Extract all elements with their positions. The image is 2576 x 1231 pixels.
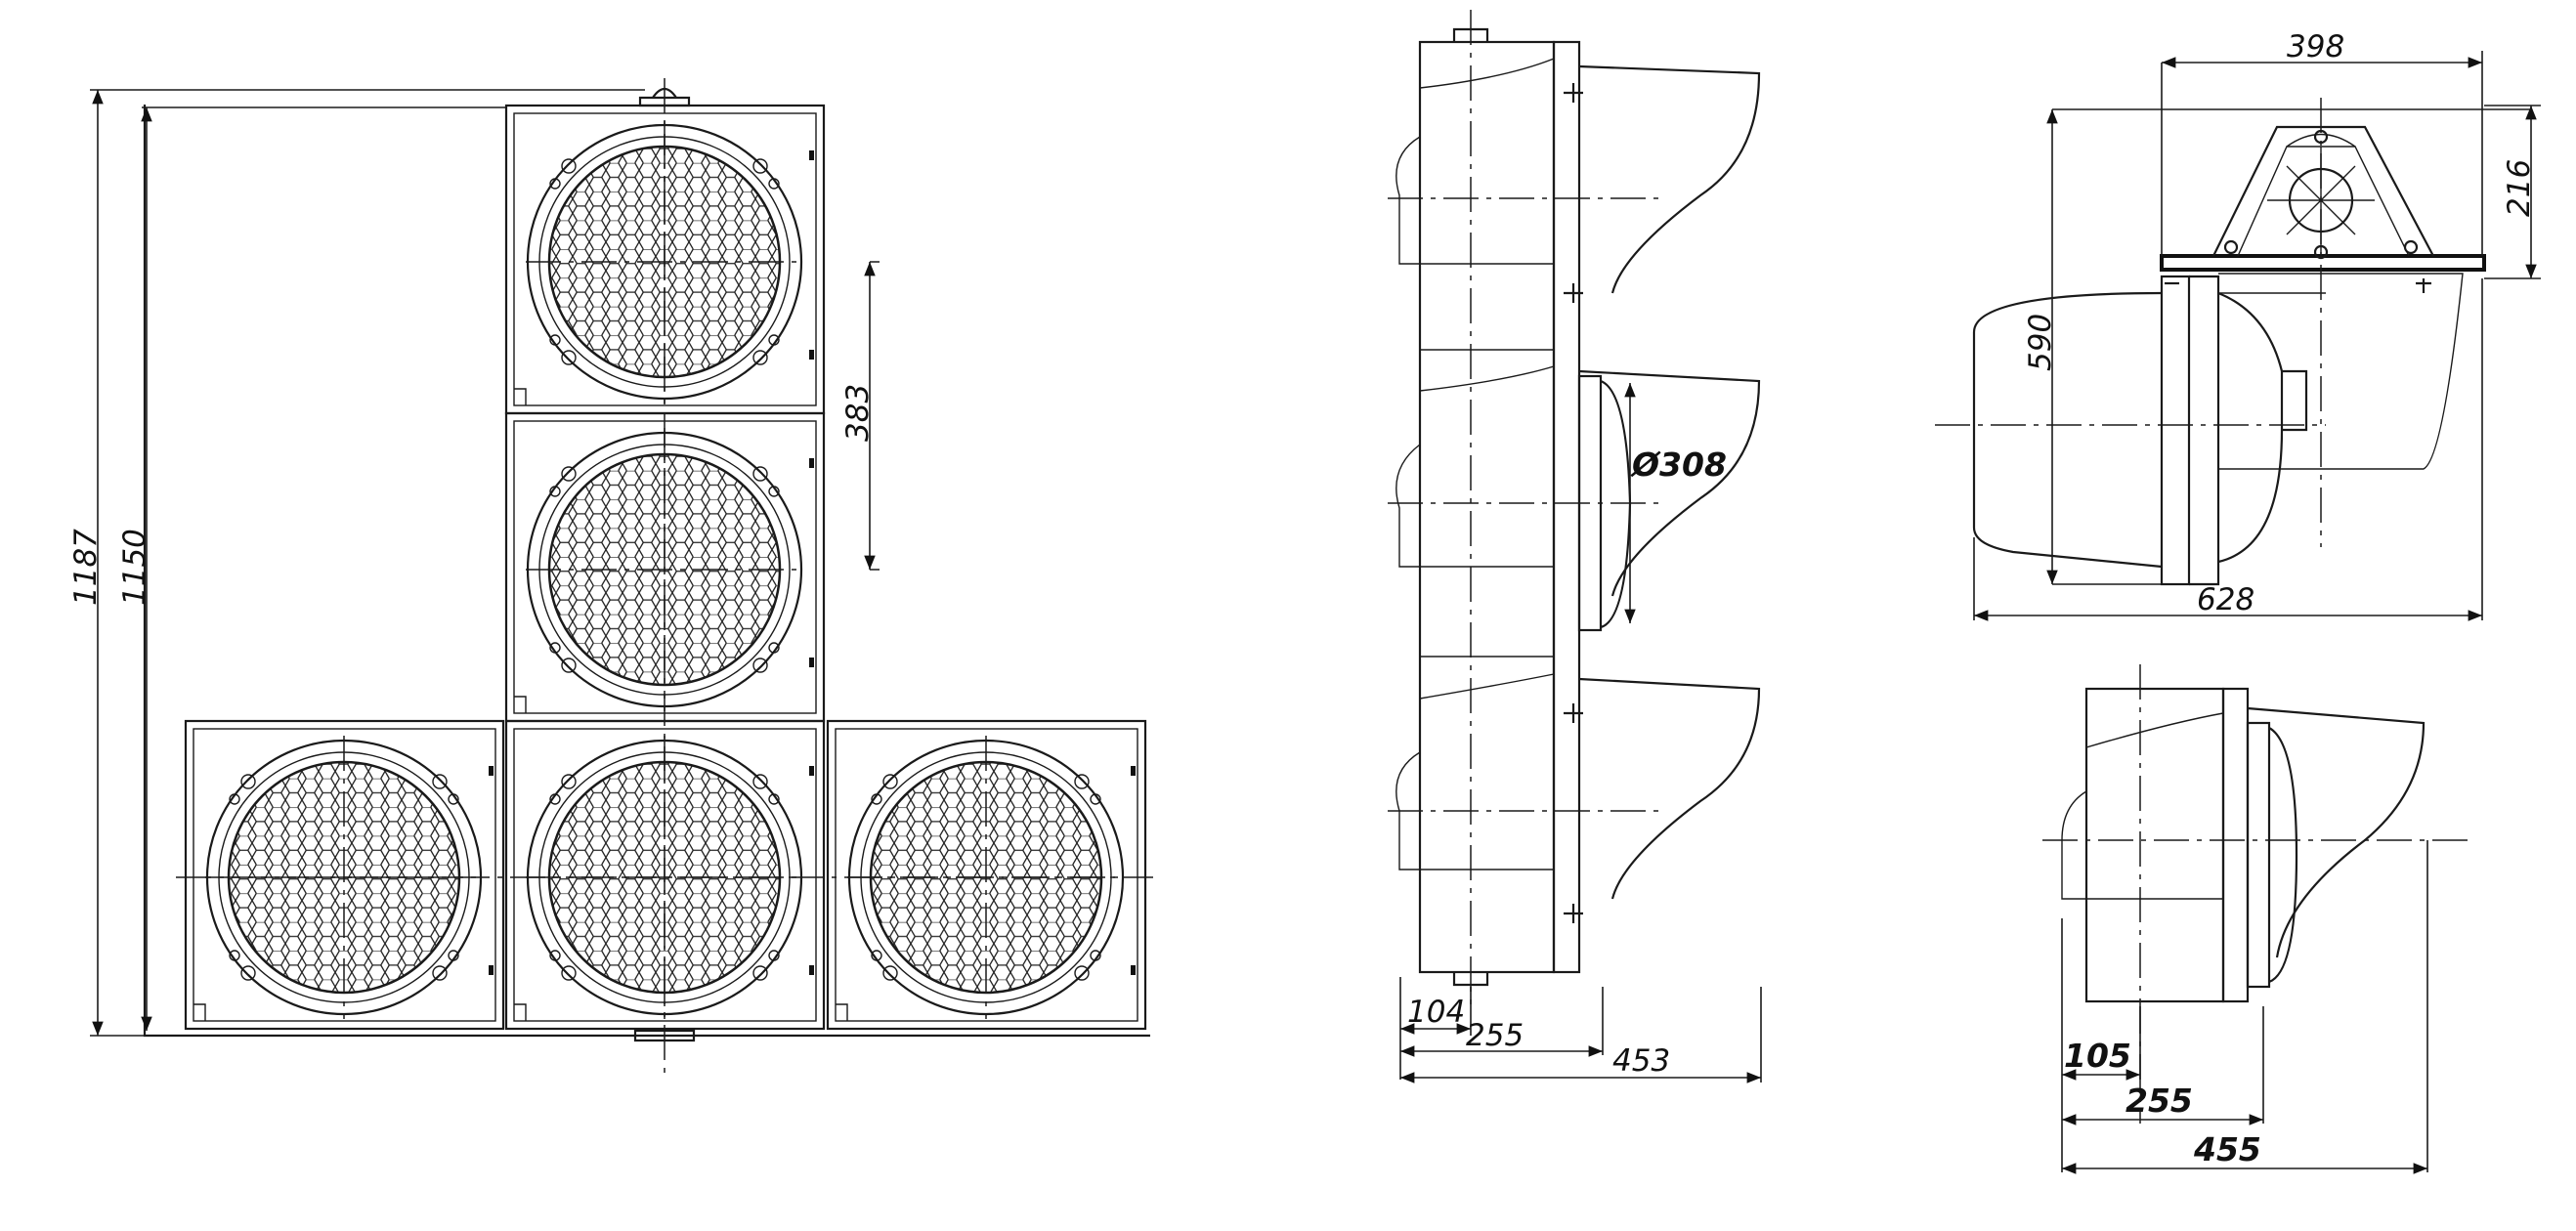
dim-255-small: 255 [2125, 1082, 2193, 1120]
dim-lens-spacing: 383 [840, 384, 876, 442]
front-view: 1187 1150 383 [68, 78, 1153, 1075]
dim-housing-height: 1150 [117, 529, 152, 606]
side-view: Ø308 104 255 453 [1388, 10, 1762, 1083]
top-view: 398 216 590 628 [1935, 29, 2541, 621]
dim-453: 453 [1612, 1043, 1670, 1079]
dim-398: 398 [2287, 29, 2344, 64]
small-side-view: 105 255 455 [2042, 664, 2472, 1174]
dim-lens-diameter: Ø308 [1630, 446, 1727, 484]
dim-590: 590 [2023, 314, 2058, 371]
dim-255: 255 [1466, 1018, 1524, 1053]
dim-total-height: 1187 [68, 529, 104, 606]
dim-628: 628 [2197, 582, 2254, 617]
dim-216: 216 [2502, 159, 2537, 217]
dim-104: 104 [1407, 995, 1465, 1030]
dim-455: 455 [2193, 1130, 2261, 1168]
dim-105: 105 [2064, 1037, 2131, 1075]
